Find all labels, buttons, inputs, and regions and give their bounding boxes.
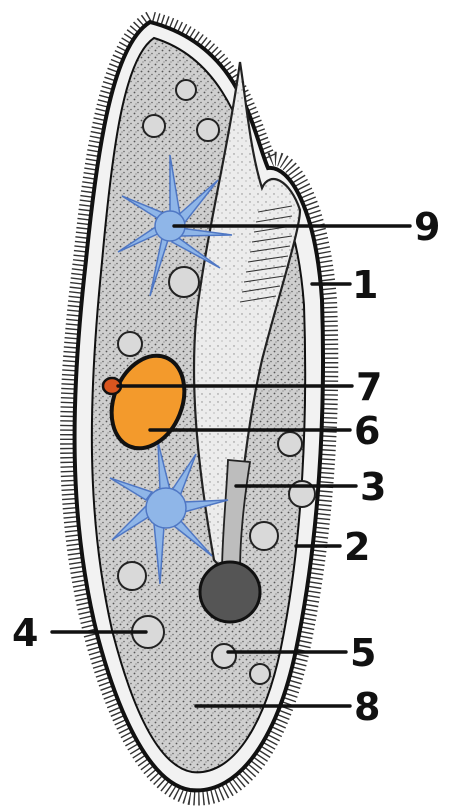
forming-food-vacuole [200,562,260,622]
label-2: 2 [344,525,370,569]
label-1: 1 [352,263,378,307]
label-9: 9 [414,205,440,249]
label-6: 6 [354,409,380,453]
label-5: 5 [350,631,376,675]
label-7: 7 [356,365,382,409]
label-4: 4 [12,611,38,655]
label-3: 3 [360,465,386,509]
label-8: 8 [354,685,380,729]
